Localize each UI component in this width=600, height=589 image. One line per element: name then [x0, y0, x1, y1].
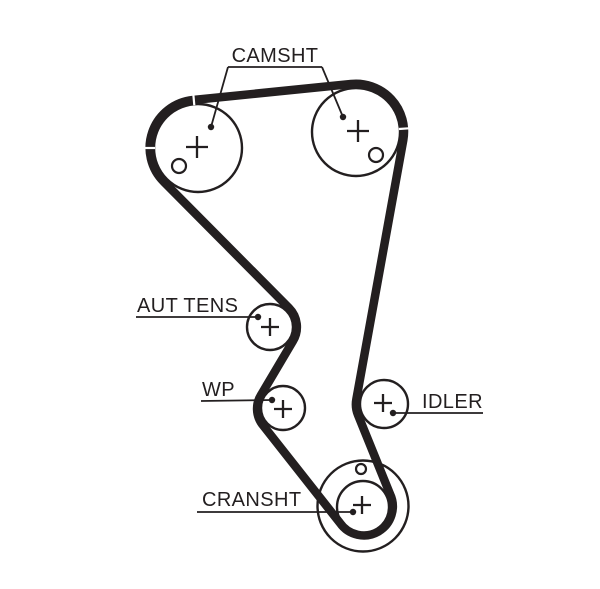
- belt-alignment-mark: [192, 95, 196, 106]
- leader-dot: [207, 123, 215, 131]
- timing-belt: [145, 79, 409, 540]
- center-cross-mark: [274, 400, 292, 418]
- center-cross-mark: [353, 496, 371, 514]
- leader-dot: [268, 396, 276, 404]
- leader-dot: [339, 113, 347, 121]
- belt-alignment-mark: [398, 127, 409, 131]
- label-camshaft: CAMSHT: [232, 45, 319, 67]
- dowel-hole-mark: [354, 462, 368, 476]
- leader-dot: [349, 508, 357, 516]
- center-cross-mark: [374, 394, 392, 412]
- label-water-pump: WP: [202, 379, 235, 401]
- label-crankshaft: CRANSHT: [202, 489, 301, 511]
- leader-dot: [389, 409, 397, 417]
- water-pump-label-leader-line: [200, 399, 273, 402]
- label-tensioner: AUT TENS: [137, 295, 238, 317]
- label-idler: IDLER: [422, 391, 483, 413]
- center-cross-mark: [347, 120, 369, 142]
- center-cross-mark: [186, 136, 208, 158]
- camshaft-label-leader-lines: [210, 66, 344, 128]
- center-cross-mark: [261, 318, 279, 336]
- dowel-hole-mark: [367, 146, 385, 164]
- dowel-hole-mark: [170, 157, 188, 175]
- leader-dot: [254, 313, 262, 321]
